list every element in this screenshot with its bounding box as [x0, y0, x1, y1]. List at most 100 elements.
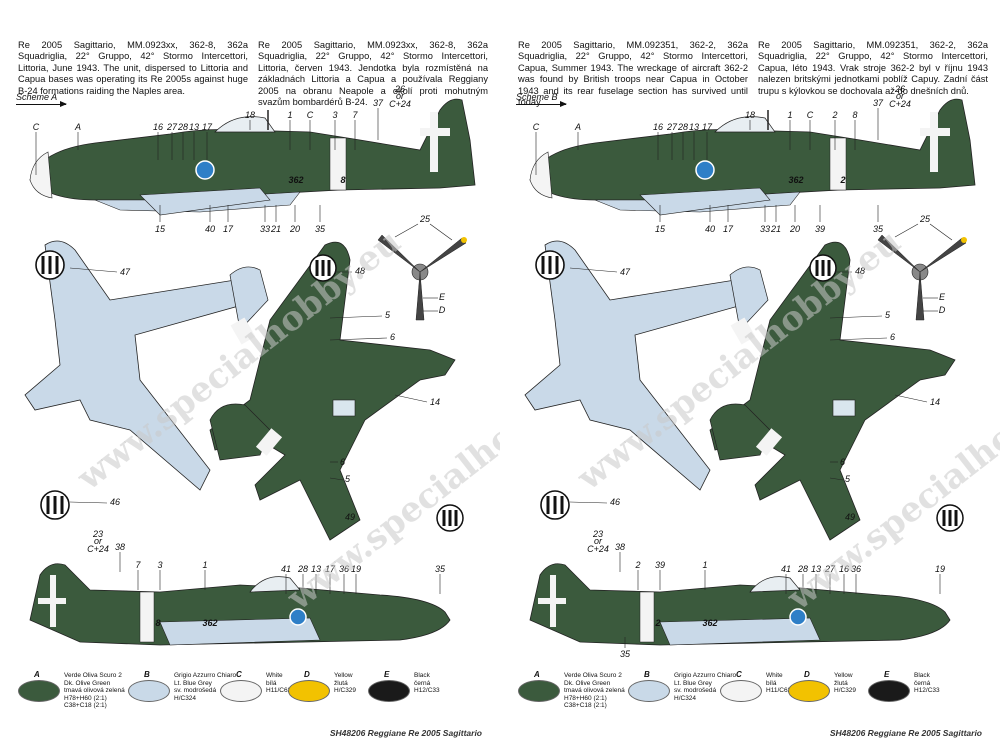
- color-swatch: [288, 680, 330, 702]
- fuselage-roundel: [789, 608, 807, 626]
- callout-label: E: [439, 292, 446, 302]
- lower-white-band: [230, 317, 256, 345]
- callout-label: 21: [770, 224, 781, 234]
- callout-label: 16: [839, 564, 849, 574]
- callout-label: 25: [419, 214, 431, 224]
- footer-product-code: SH48206 Reggiane Re 2005 Sagittario: [329, 728, 482, 738]
- fuselage: [29, 563, 451, 646]
- page-scheme-b: Re 2005 Sagittario, MM.092351, 362-2, 36…: [500, 0, 1000, 750]
- callout-label: 40: [705, 224, 715, 234]
- legend-line: tmavá olivová zelená: [564, 687, 625, 694]
- lower-fuselage: [659, 617, 821, 646]
- callout-label: C: [33, 122, 40, 132]
- callout-label: 1: [702, 560, 707, 570]
- callout-label: 27: [824, 564, 836, 574]
- callout-label: 7: [135, 560, 141, 570]
- side-number-text: 8: [340, 175, 345, 185]
- legend-line: černá: [914, 679, 931, 687]
- callout-label: 49: [345, 512, 355, 522]
- callout-label: 33: [760, 224, 770, 234]
- callout-label: 18: [745, 110, 755, 120]
- callout-label: A: [74, 122, 81, 132]
- fuselage-band: [329, 137, 347, 191]
- callout-label: 6: [890, 332, 895, 342]
- callout-label: 35: [435, 564, 446, 574]
- side-code-text: 362: [702, 618, 717, 628]
- callout-label: 28: [797, 564, 808, 574]
- callout-label: 37: [873, 98, 884, 108]
- canopy: [249, 576, 301, 593]
- legend-line: White: [766, 672, 783, 679]
- side-code-text: 362: [788, 175, 803, 185]
- legend-line: sv. modrošedá: [674, 687, 717, 694]
- lower-tailplane: [229, 266, 269, 331]
- callout-label: 36: [339, 564, 349, 574]
- callout-label: 20: [289, 224, 300, 234]
- tail-callout-top: 26: [394, 84, 405, 94]
- color-swatch: [368, 680, 410, 702]
- spinner: [529, 151, 553, 199]
- legend-line: Lt. Blue Grey: [174, 679, 212, 687]
- legend-letter: E: [384, 670, 390, 679]
- callout-label: A: [574, 122, 581, 132]
- description-cz: Re 2005 Sagittario, MM.092351, 362-2, 36…: [758, 40, 988, 96]
- callout-label: 28: [177, 122, 188, 132]
- fuselage-band: [639, 591, 655, 643]
- upper-canopy: [832, 399, 856, 417]
- scheme-label: Scheme B: [516, 92, 558, 102]
- callout-label: 6: [340, 457, 345, 467]
- callout-label: 19: [351, 564, 361, 574]
- legend-line: Yellow: [334, 672, 353, 679]
- legend-line: tmavá olivová zelená: [64, 687, 125, 694]
- legend-line: Lt. Blue Grey: [674, 679, 712, 687]
- legend-line: žlutá: [334, 679, 348, 687]
- canopy: [214, 116, 276, 133]
- legend-letter: C: [736, 670, 742, 679]
- wing: [639, 187, 771, 216]
- callout-label: 18: [245, 110, 255, 120]
- legend-letter: C: [236, 670, 242, 679]
- callout-label: 8: [852, 110, 857, 120]
- tail-cross: [930, 112, 938, 172]
- tail-callout-or: or: [396, 91, 405, 101]
- callout-label: 35: [620, 649, 631, 659]
- description-cz: Re 2005 Sagittario, MM.0923xx, 362-8, 36…: [258, 40, 488, 108]
- callout-label: 17: [723, 224, 734, 234]
- callout-label: 5: [845, 474, 851, 484]
- callout-label: 33: [260, 224, 270, 234]
- description-en: Re 2005 Sagittario, MM.0923xx, 362-8, 36…: [18, 40, 248, 96]
- legend-line: H78+H60 (2:1): [64, 694, 107, 702]
- legend-line: H12/C33: [914, 687, 940, 694]
- legend-line: Verde Oliva Scuro 2: [564, 672, 622, 679]
- lower-white-band: [730, 317, 756, 345]
- fuselage-band: [139, 591, 155, 643]
- callout-label: 41: [781, 564, 791, 574]
- tail-callout-bottom: C+24: [389, 99, 411, 109]
- callout-label: 36: [851, 564, 861, 574]
- footer-product-code: SH48206 Reggiane Re 2005 Sagittario: [829, 728, 982, 738]
- color-swatch: [868, 680, 910, 702]
- legend-line: C38+C18 (2:1): [564, 702, 607, 709]
- callout-label: 13: [689, 122, 699, 132]
- callout-label: C: [807, 110, 814, 120]
- color-swatch: [720, 680, 762, 702]
- tail-callout-bottom: C+24: [889, 99, 911, 109]
- side-number-text: 8: [155, 618, 160, 628]
- color-swatch: [788, 680, 830, 702]
- callout-label: 1: [787, 110, 792, 120]
- scheme-underline: [16, 104, 66, 105]
- callout-label: 46: [610, 497, 620, 507]
- upper-white-band: [755, 428, 783, 456]
- legend-letter: D: [304, 670, 310, 679]
- lower-fuselage: [159, 617, 321, 646]
- lower-tailplane: [729, 266, 769, 331]
